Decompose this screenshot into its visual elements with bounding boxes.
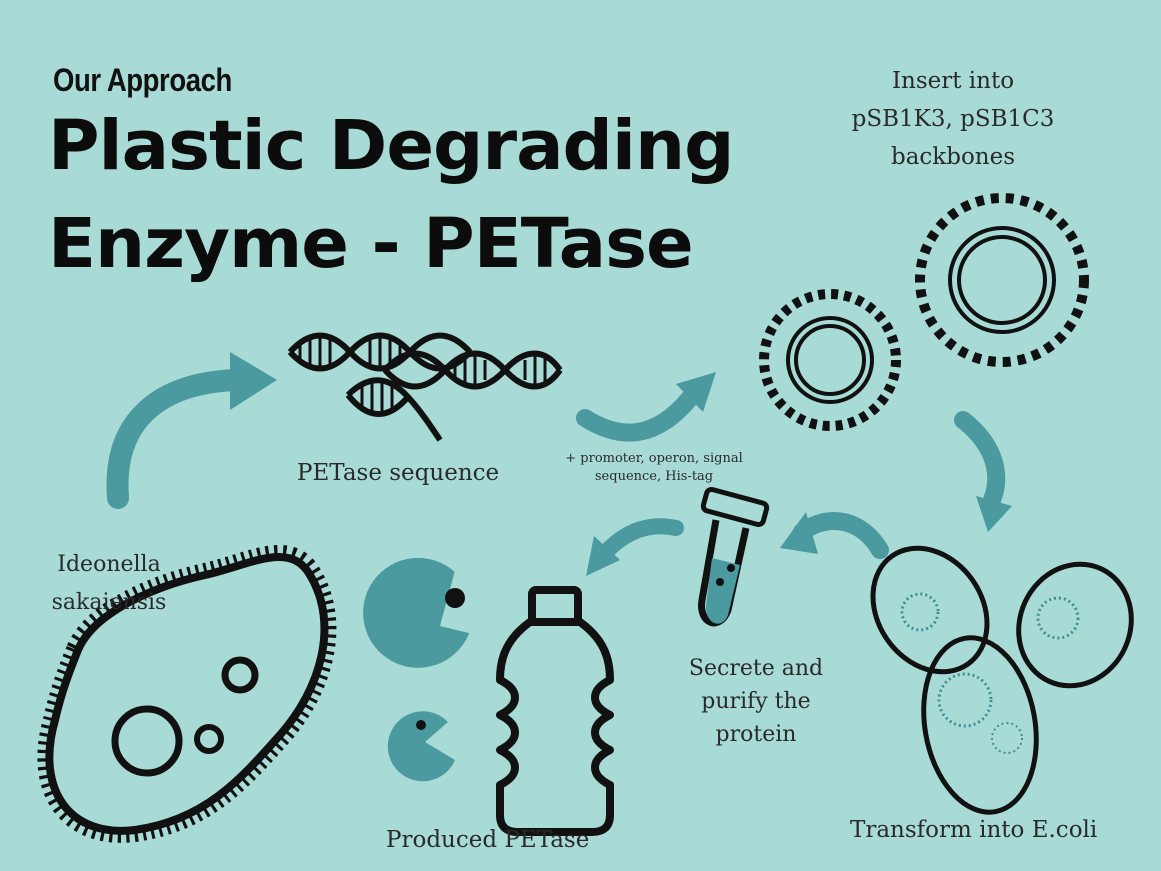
purify-label-line2: purify the — [701, 689, 811, 714]
purify-label-line3: protein — [715, 722, 797, 747]
purify-label: Secrete and purify the protein — [668, 652, 844, 751]
backbones-label-line2: pSB1K3, pSB1C3 — [851, 106, 1055, 132]
produced-label: Produced PETase — [386, 827, 590, 853]
organism-label-line2: sakaiensis — [51, 590, 167, 615]
plastic-bottle-icon — [496, 586, 614, 836]
arrow-up-head — [230, 352, 277, 410]
dna-icon — [287, 332, 563, 442]
transform-label: Transform into E.coli — [850, 817, 1098, 843]
page-title-line2: Enzyme - PETase — [48, 204, 694, 284]
test-tube-icon — [698, 486, 770, 627]
arrow-left-curve — [793, 512, 889, 559]
section-kicker: Our Approach — [53, 62, 232, 98]
backbones-label-line3: backbones — [890, 144, 1016, 170]
sequence-label: PETase sequence — [297, 460, 500, 486]
organism-label: Ideonella sakaiensis — [34, 546, 184, 622]
additions-label-line2: sequence, His-tag — [594, 469, 714, 484]
ecoli-cells-icon — [870, 545, 1134, 815]
arrow-to-product — [598, 518, 684, 560]
backbones-label: Insert into pSB1K3, pSB1C3 backbones — [835, 62, 1071, 176]
plasmid-small-icon — [759, 289, 901, 431]
petase-enzyme-large-icon — [363, 557, 470, 668]
petase-enzyme-small-icon — [387, 711, 455, 782]
arrow-to-plasmid — [576, 389, 699, 442]
organism-label-line1: Ideonella — [57, 552, 161, 577]
backbones-label-line1: Insert into — [891, 68, 1015, 94]
purify-label-line1: Secrete and — [688, 656, 824, 681]
arrow-down-head — [976, 496, 1012, 532]
arrow-up-curve — [106, 369, 247, 509]
additions-label-line1: + promoter, operon, signal — [565, 451, 743, 466]
arrow-left-head — [780, 512, 818, 554]
arrow-down-curve — [954, 411, 1006, 509]
arrow-to-plasmid-head — [676, 372, 716, 412]
bacterium-icon — [37, 545, 337, 843]
page-title-line1: Plastic Degrading — [48, 106, 734, 186]
additions-label: + promoter, operon, signal sequence, His… — [548, 450, 760, 486]
arrow-to-product-head — [586, 536, 620, 576]
plasmid-large-icon — [915, 193, 1089, 367]
